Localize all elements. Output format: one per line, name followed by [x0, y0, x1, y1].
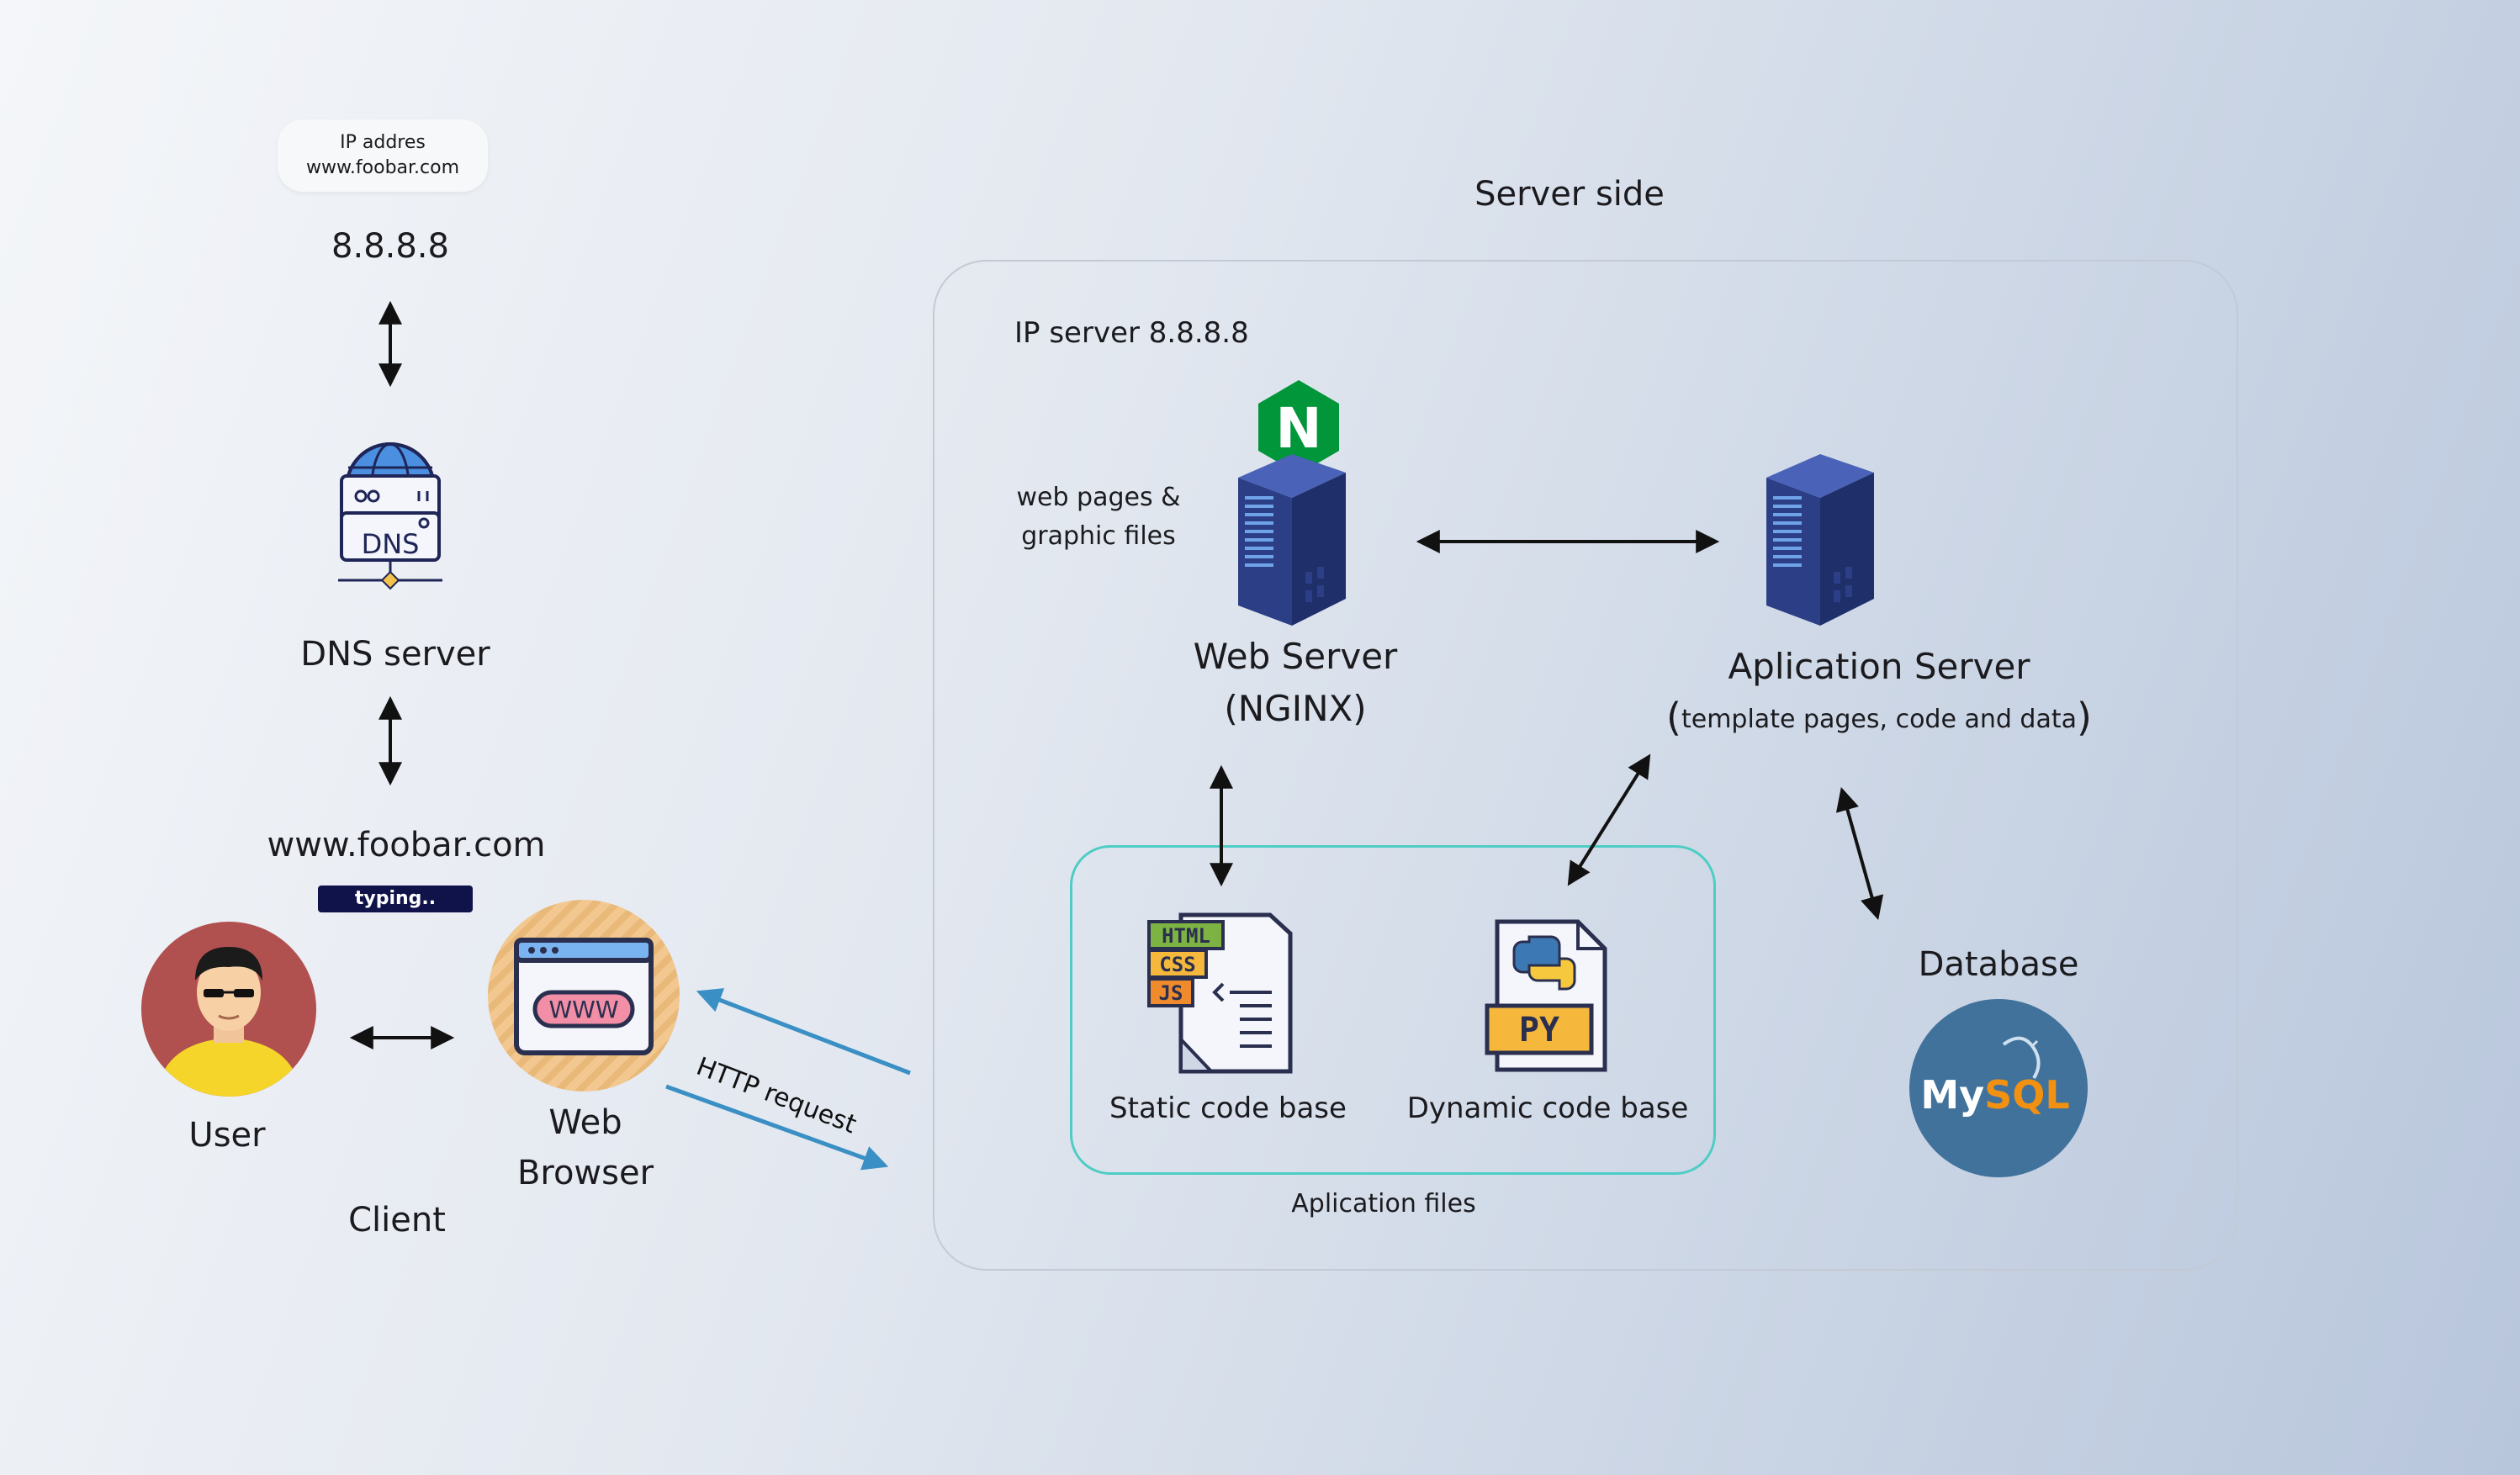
html-tag: HTML	[1162, 924, 1210, 948]
typing-badge: typing..	[318, 886, 473, 912]
nginx-logo: N	[1258, 380, 1339, 474]
database-label: Database	[1918, 945, 2079, 984]
user-avatar	[141, 922, 316, 1097]
arrow-app-database	[1835, 786, 1884, 921]
nginx-letter: N	[1275, 396, 1321, 461]
dynamic-code-label: Dynamic code base	[1406, 1092, 1689, 1125]
application-files-label: Aplication files	[1291, 1189, 1476, 1219]
web-server-label-line2: (NGINX)	[1224, 688, 1367, 729]
mysql-my: My	[1920, 1072, 1984, 1118]
web-server-icon	[1238, 454, 1346, 626]
web-server-label-line1: Web Server	[1193, 636, 1398, 677]
py-tag: PY	[1519, 1011, 1559, 1049]
static-code-label: Static code base	[1109, 1092, 1347, 1125]
browser-label-line2: Browser	[516, 1154, 654, 1192]
ip-server-label: IP server 8.8.8.8	[1014, 316, 1249, 350]
user-label: User	[188, 1116, 266, 1155]
server-side-box	[933, 260, 2238, 1271]
application-files-box	[1070, 845, 1716, 1175]
dns-server-label: DNS server	[300, 635, 490, 674]
bubble-line-2: www.foobar.com	[305, 157, 460, 178]
dns-icon-text: DNS	[362, 528, 420, 560]
http-response-arrow	[696, 988, 911, 1076]
svg-text:MySQL: MySQL	[1920, 1072, 2069, 1118]
arrow-app-dynamic	[1567, 753, 1651, 886]
app-server-label-line1: Aplication Server	[1728, 646, 2030, 687]
js-tag: JS	[1159, 981, 1183, 1005]
connector-arrows	[349, 300, 1884, 1049]
app-server-description: template pages, code and data	[1681, 705, 2078, 734]
bubble-line-1: IP addres	[340, 132, 426, 153]
app-server-icon	[1766, 454, 1874, 626]
browser-icon: WWW	[488, 900, 680, 1092]
dynamic-code-icon: PY	[1485, 919, 1607, 1072]
server-side-title: Server side	[1474, 175, 1665, 214]
static-code-icon: HTML CSS JS	[1147, 912, 1293, 1074]
dns-ip-value: 8.8.8.8	[331, 227, 449, 266]
http-request-arrow	[665, 1084, 889, 1171]
url-label: www.foobar.com	[267, 826, 546, 864]
ip-address-bubble: IP addres www.foobar.com	[278, 119, 488, 192]
mysql-logo: MySQL	[1909, 999, 2088, 1177]
css-tag: CSS	[1159, 953, 1195, 976]
browser-label-line1: Web	[548, 1103, 622, 1142]
app-server-label-line2: (template pages, code and data)	[1666, 695, 2092, 740]
mysql-sql: SQL	[1984, 1072, 2070, 1118]
browser-icon-text: WWW	[548, 996, 618, 1023]
client-section-label: Client	[348, 1201, 446, 1240]
dns-server-icon: DNS	[338, 442, 442, 590]
web-pages-line2: graphic files	[1021, 521, 1176, 551]
web-pages-line1: web pages &	[1016, 483, 1181, 512]
http-arrows	[665, 988, 911, 1171]
